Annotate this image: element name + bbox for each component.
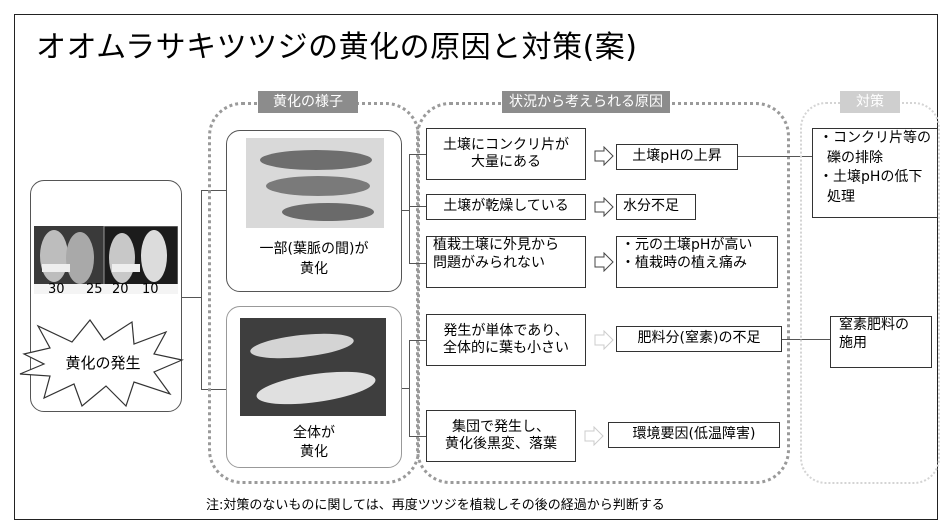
situation-box-group: 集団で発生し、 黄化後黒変、落葉 (426, 410, 576, 462)
cause-box-environment: 環境要因(低温障害) (608, 422, 780, 448)
connector (409, 436, 426, 438)
cause-line: 肥料分(窒素)の不足 (637, 330, 761, 347)
situation-box-no-visible-issue: 植栽土壌に外見から 問題がみられない (426, 236, 586, 288)
connector (738, 156, 812, 158)
situation-line: 問題がみられない (433, 254, 545, 271)
starburst-shape (19, 319, 184, 408)
connector (402, 210, 410, 212)
leaf-comparison-photo (34, 225, 179, 294)
situation-line: 全体的に葉も小さい (443, 340, 569, 356)
scale-number-10: 10 (142, 282, 159, 297)
situation-box-dry: 土壌が乾燥している (426, 194, 586, 220)
measure-box-nitrogen-fertilizer: 窒素肥料の 施用 (830, 316, 932, 368)
cause-box-water-shortage: 水分不足 (616, 194, 696, 220)
symptom-partial-line2: 黄化 (300, 261, 328, 277)
connector (782, 339, 830, 341)
connector (182, 297, 202, 299)
measure-line: 窒素肥料の (839, 317, 909, 333)
connector (409, 206, 426, 208)
trigger-label: 黄化の発生 (65, 354, 141, 372)
partial-yellowing-photo (246, 138, 384, 228)
right-arrow-icon (594, 330, 614, 350)
symptom-whole-line2: 黄化 (300, 444, 328, 460)
situation-line: 植栽土壌に外見から (433, 237, 559, 253)
scale-number-20: 20 (112, 282, 129, 297)
measure-line: 処理 (827, 188, 855, 205)
connector (402, 388, 410, 390)
connector (409, 340, 411, 436)
section-label-symptoms: 黄化の様子 (258, 91, 358, 113)
connector (409, 340, 426, 342)
cause-line: 土壌pHの上昇 (632, 148, 722, 165)
cause-line: ・元の土壌pHが高い (621, 237, 753, 253)
connector (201, 190, 203, 390)
cause-line: ・植栽時の植え痛み (621, 254, 747, 271)
measure-line: ・コンクリ片等の (819, 130, 931, 146)
situation-line: 集団で発生し、 (452, 418, 550, 435)
scale-number-30: 30 (48, 282, 65, 297)
measure-line: ・土壌pHの低下 (819, 169, 923, 186)
cause-line: 水分不足 (623, 198, 679, 215)
situation-line: 土壌が乾燥している (443, 198, 569, 215)
cause-box-nitrogen: 肥料分(窒素)の不足 (616, 326, 782, 352)
connector (201, 389, 227, 391)
scale-number-25: 25 (86, 282, 103, 297)
measure-line: 施用 (839, 334, 867, 351)
situation-line: 発生が単体であり、 (443, 322, 569, 339)
connector (409, 263, 426, 265)
measure-box-concrete-removal: ・コンクリ片等の 礫の排除 ・土壌pHの低下 処理 (812, 128, 938, 218)
right-arrow-icon (594, 146, 614, 166)
situation-line: 大量にある (471, 154, 541, 170)
right-arrow-icon (594, 252, 614, 272)
leaf-photo-graphic (34, 225, 179, 294)
connector (201, 190, 227, 192)
situation-box-concrete: 土壌にコンクリ片が 大量にある (426, 128, 586, 180)
right-arrow-icon (594, 197, 614, 217)
situation-box-single: 発生が単体であり、 全体的に葉も小さい (426, 314, 586, 366)
connector (409, 154, 411, 264)
cause-box-original-ph: ・元の土壌pHが高い ・植栽時の植え痛み (616, 236, 778, 288)
measure-line: 礫の排除 (827, 149, 883, 166)
cause-line: 環境要因(低温障害) (632, 426, 756, 443)
cause-box-ph-rise: 土壌pHの上昇 (616, 144, 738, 170)
page-title: オオムラサキツツジの黄化の原因と対策(案) (36, 30, 638, 65)
symptom-partial-line1: 一部(葉脈の間)が (259, 241, 369, 257)
section-label-measures: 対策 (840, 91, 900, 113)
situation-line: 土壌にコンクリ片が (443, 136, 569, 153)
footnote: 注:対策のないものに関しては、再度ツツジを植栽しその後の経過から判断する (206, 498, 665, 513)
connector (409, 154, 426, 156)
whole-yellowing-photo (240, 318, 386, 416)
section-label-causes: 状況から考えられる原因 (502, 91, 670, 113)
right-arrow-icon (584, 426, 604, 446)
symptom-whole-line1: 全体が (293, 425, 335, 441)
situation-line: 黄化後黒変、落葉 (445, 436, 557, 452)
